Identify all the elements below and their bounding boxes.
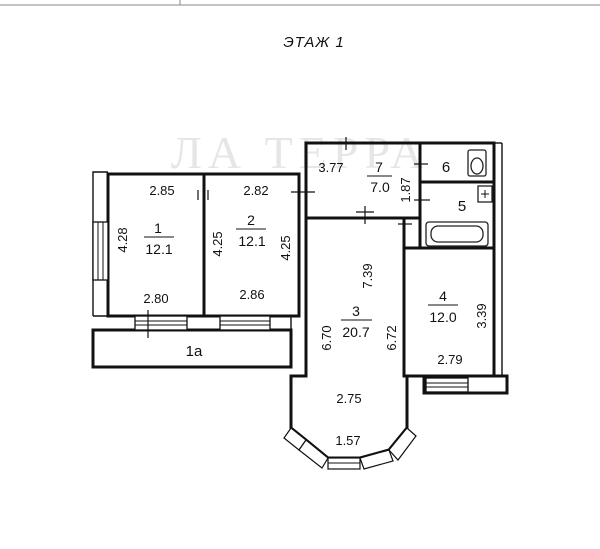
room-1-dim-side: 4.28 [115,227,130,252]
window-room-3-bay-center [327,457,361,470]
room-7-number: 7 [375,159,383,175]
room-3-dim-left: 6.70 [319,325,334,350]
room-7-area: 7.0 [370,179,390,195]
room-1-dim-bottom: 2.80 [143,291,168,306]
watermark: ЛА ТЕРРА [171,127,430,178]
room-4-dim-bottom: 2.79 [437,352,462,367]
room-3-dim-right: 6.72 [384,325,399,350]
room-4-dim-side: 3.39 [474,303,489,328]
room-1-dim-top: 2.85 [149,183,174,198]
window-room-3-bay-right [359,427,417,470]
room-5-number: 5 [458,198,466,215]
window-room-2-bottom [219,315,271,331]
room-6-number: 6 [442,159,450,176]
window-room-1-left [92,221,109,281]
room-4-area: 12.0 [429,309,456,325]
room-7-dim-top: 3.77 [318,160,343,175]
room-3-number: 3 [352,303,360,319]
sink-icon [477,185,493,203]
room-3-area: 20.7 [342,324,369,340]
room-4-walls [402,246,496,378]
room-4-number: 4 [439,288,447,304]
room-1a-number: 1a [186,343,203,360]
toilet-icon [467,149,487,177]
window-room-1-bottom [134,315,188,331]
room-2-dim-top: 2.82 [243,183,268,198]
room-1-number: 1 [154,220,162,236]
room-1-area: 12.1 [145,241,172,257]
room-2-dim-right: 4.25 [278,235,293,260]
room-2-area: 12.1 [238,233,265,249]
window-room-4-bottom [425,377,469,393]
bathtub-icon [425,221,489,247]
doors [147,137,430,338]
room-3-dim-lower: 2.75 [336,391,361,406]
room-7-dim-side: 1.87 [398,177,413,202]
room-2-number: 2 [247,212,255,228]
room-2-dim-bottom: 2.86 [239,287,264,302]
window-room-3-bay-left [283,427,329,469]
room-3-dim-upper: 7.39 [360,263,375,288]
fixtures [425,149,493,247]
room-2-dim-left: 4.25 [210,231,225,256]
room-3-dim-bay: 1.57 [335,433,360,448]
floor-title: ЭТАЖ 1 [283,34,344,51]
